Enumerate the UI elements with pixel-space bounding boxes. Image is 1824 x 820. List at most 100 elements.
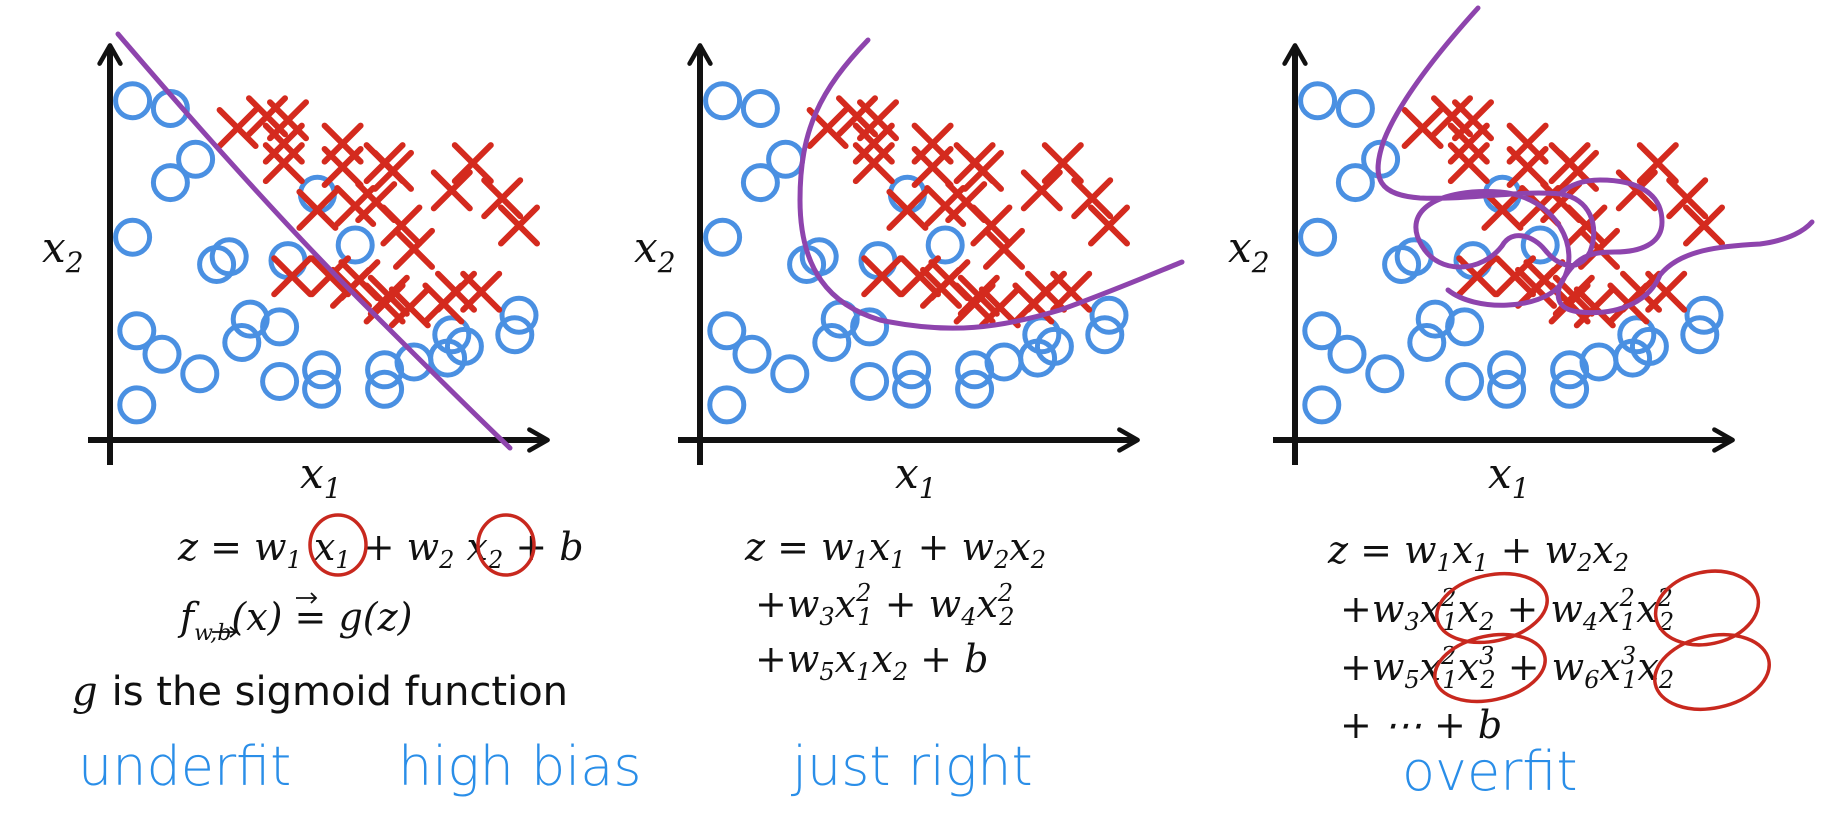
- scatter-points: [703, 81, 1130, 425]
- positive-sample-cross: [430, 169, 473, 212]
- negative-sample-circle: [740, 89, 780, 128]
- negative-sample-circle: [1680, 315, 1720, 355]
- negative-sample-circle: [1684, 295, 1724, 335]
- positive-sample-cross: [970, 204, 1013, 247]
- negative-sample-circle: [444, 326, 484, 366]
- negative-sample-circle: [1302, 385, 1342, 425]
- positive-sample-cross: [1666, 177, 1709, 220]
- negative-sample-circle: [1302, 311, 1342, 351]
- negative-sample-circle: [117, 385, 157, 425]
- negative-sample-circle: [113, 217, 153, 257]
- negative-sample-circle: [850, 307, 890, 347]
- negative-sample-circle: [1089, 295, 1129, 335]
- negative-sample-circle: [1550, 369, 1590, 409]
- negative-sample-circle: [180, 354, 220, 394]
- negative-sample-circle: [850, 362, 890, 401]
- negative-sample-circle: [222, 323, 262, 362]
- negative-sample-circle: [1520, 225, 1560, 265]
- negative-sample-circle: [302, 369, 342, 409]
- negative-sample-circle: [707, 385, 747, 425]
- negative-sample-circle: [176, 139, 216, 179]
- negative-sample-circle: [732, 334, 772, 374]
- x2-axis-label: x2x2: [42, 223, 84, 279]
- caption-just-right: just right: [791, 735, 1033, 798]
- positive-sample-cross: [451, 142, 494, 185]
- positive-sample-cross: [498, 204, 540, 247]
- positive-sample-cross: [296, 188, 339, 231]
- negative-sample-circle: [142, 334, 182, 374]
- negative-sample-circle: [302, 350, 342, 390]
- positive-sample-cross: [1447, 122, 1490, 165]
- negative-sample-circle: [1487, 350, 1527, 390]
- positive-sample-cross: [852, 142, 895, 185]
- vector-arrow-x: [296, 592, 318, 604]
- x1-axis-label: x1: [895, 449, 937, 505]
- positive-sample-cross: [1636, 142, 1679, 185]
- linear-decision-boundary: [115, 31, 513, 451]
- positive-sample-cross: [1573, 286, 1616, 329]
- positive-sample-cross: [388, 286, 431, 329]
- positive-sample-cross: [1071, 177, 1114, 220]
- x1-axis-label: x1: [300, 449, 342, 505]
- negative-sample-circle: [1629, 326, 1669, 366]
- equation-line-1: z = w1x1 + w2x2: [744, 525, 1046, 574]
- positive-sample-cross: [216, 107, 259, 149]
- positive-sample-cross: [481, 177, 524, 220]
- positive-sample-cross: [957, 274, 1000, 317]
- equation-line-4: + ⋯ + b: [1340, 703, 1502, 747]
- equation-line-3: +w5x1x2 + b: [755, 637, 988, 686]
- positive-sample-cross: [911, 146, 954, 188]
- panel-underfit: x2x2 x1 z = w1 x1 + w2 x2 + b fw,b(x) = …: [42, 31, 642, 798]
- negative-sample-circle: [365, 369, 405, 409]
- positive-sample-cross: [1020, 169, 1063, 212]
- positive-sample-cross: [983, 227, 1025, 270]
- highlight-x1: [308, 513, 368, 577]
- negative-sample-circle: [197, 245, 237, 284]
- negative-sample-circle: [260, 307, 300, 347]
- negative-sample-circle: [1335, 89, 1375, 128]
- positive-sample-cross: [1615, 169, 1658, 212]
- positive-sample-cross: [920, 266, 962, 309]
- positive-sample-cross: [1506, 146, 1549, 188]
- negative-sample-circle: [1445, 307, 1485, 347]
- negative-sample-circle: [812, 323, 852, 362]
- negative-sample-circle: [495, 315, 535, 355]
- positive-sample-cross: [372, 149, 414, 192]
- positive-sample-cross: [262, 122, 305, 165]
- positive-sample-cross: [852, 122, 895, 165]
- negative-sample-circle: [703, 81, 743, 121]
- positive-sample-cross: [1447, 142, 1490, 185]
- positive-sample-cross: [962, 149, 1004, 192]
- equation-f-sigmoid: fw,b(x) = g(z): [177, 595, 412, 646]
- negative-sample-circle: [740, 163, 780, 203]
- positive-sample-cross: [380, 204, 423, 247]
- highlight-term-w6: [1653, 633, 1771, 711]
- negative-sample-circle: [1298, 81, 1338, 121]
- positive-sample-cross: [262, 142, 305, 185]
- negative-sample-circle: [703, 217, 743, 257]
- equation-z-linear: z = w1 x1 + w2 x2 + b: [177, 525, 584, 574]
- positive-sample-cross: [978, 286, 1021, 329]
- positive-sample-cross: [367, 274, 410, 317]
- positive-sample-cross: [1565, 204, 1608, 247]
- scatter-points: [113, 81, 540, 425]
- negative-sample-circle: [1034, 326, 1074, 366]
- negative-sample-circle: [770, 354, 810, 394]
- negative-sample-circle: [260, 362, 300, 401]
- positive-sample-cross: [1515, 266, 1557, 309]
- positive-sample-cross: [460, 270, 503, 313]
- negative-sample-circle: [892, 369, 932, 409]
- highlight-x2: [476, 513, 536, 577]
- positive-sample-cross: [1401, 107, 1444, 149]
- negative-sample-circle: [1335, 163, 1375, 203]
- complex-decision-boundary: [1375, 5, 1815, 316]
- negative-sample-circle: [1365, 354, 1405, 394]
- negative-sample-circle: [1617, 315, 1657, 355]
- x1-axis-label: x1: [1488, 449, 1530, 505]
- positive-sample-cross: [861, 255, 904, 298]
